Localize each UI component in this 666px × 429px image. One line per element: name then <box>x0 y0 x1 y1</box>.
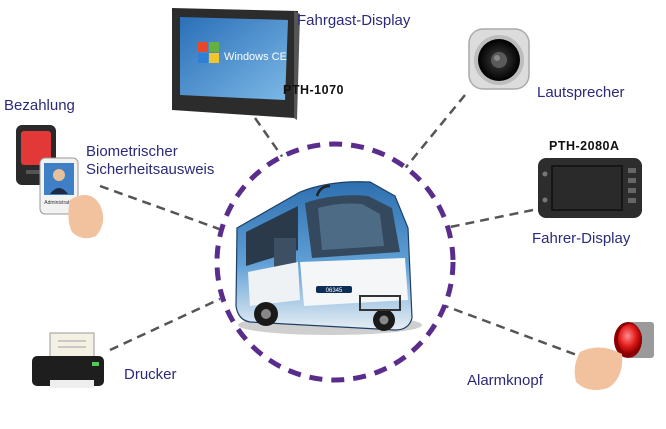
label-driver-model: PTH-2080A <box>549 139 620 153</box>
hand-icon <box>68 195 104 239</box>
bus-number: 06345 <box>326 288 343 294</box>
connector-printer <box>109 297 221 352</box>
speaker-image <box>468 28 530 90</box>
windows-ce-text: Windows CE <box>224 51 287 63</box>
label-passenger-model: PTH-1070 <box>283 83 344 97</box>
label-alarm: Alarmknopf <box>467 372 543 389</box>
connector-alarm <box>439 302 583 359</box>
label-driver-display: Fahrer-Display <box>532 230 631 247</box>
biometric-card-image: Administrator <box>39 157 104 239</box>
alarm-button-image <box>574 322 654 390</box>
driver-display-image <box>538 158 642 218</box>
label-passenger-display: Fahrgast-Display <box>297 12 411 29</box>
label-printer: Drucker <box>124 366 177 383</box>
label-speaker: Lautsprecher <box>537 84 625 101</box>
connector-speaker <box>397 94 466 178</box>
label-payment: Bezahlung <box>4 97 75 114</box>
label-biometric-line1: Biometrischer <box>86 143 178 160</box>
connector-driver-display <box>449 208 534 229</box>
connector-biometric <box>99 184 223 232</box>
badge-text: Administrator <box>44 200 74 206</box>
hand-icon <box>574 347 623 390</box>
printer-image <box>32 332 104 388</box>
bus-image: 06345 <box>235 181 422 335</box>
bus-number-plate <box>316 286 352 293</box>
passenger-display-image: Windows CE <box>172 8 300 120</box>
label-biometric-line2: Sicherheitsausweis <box>86 161 215 178</box>
